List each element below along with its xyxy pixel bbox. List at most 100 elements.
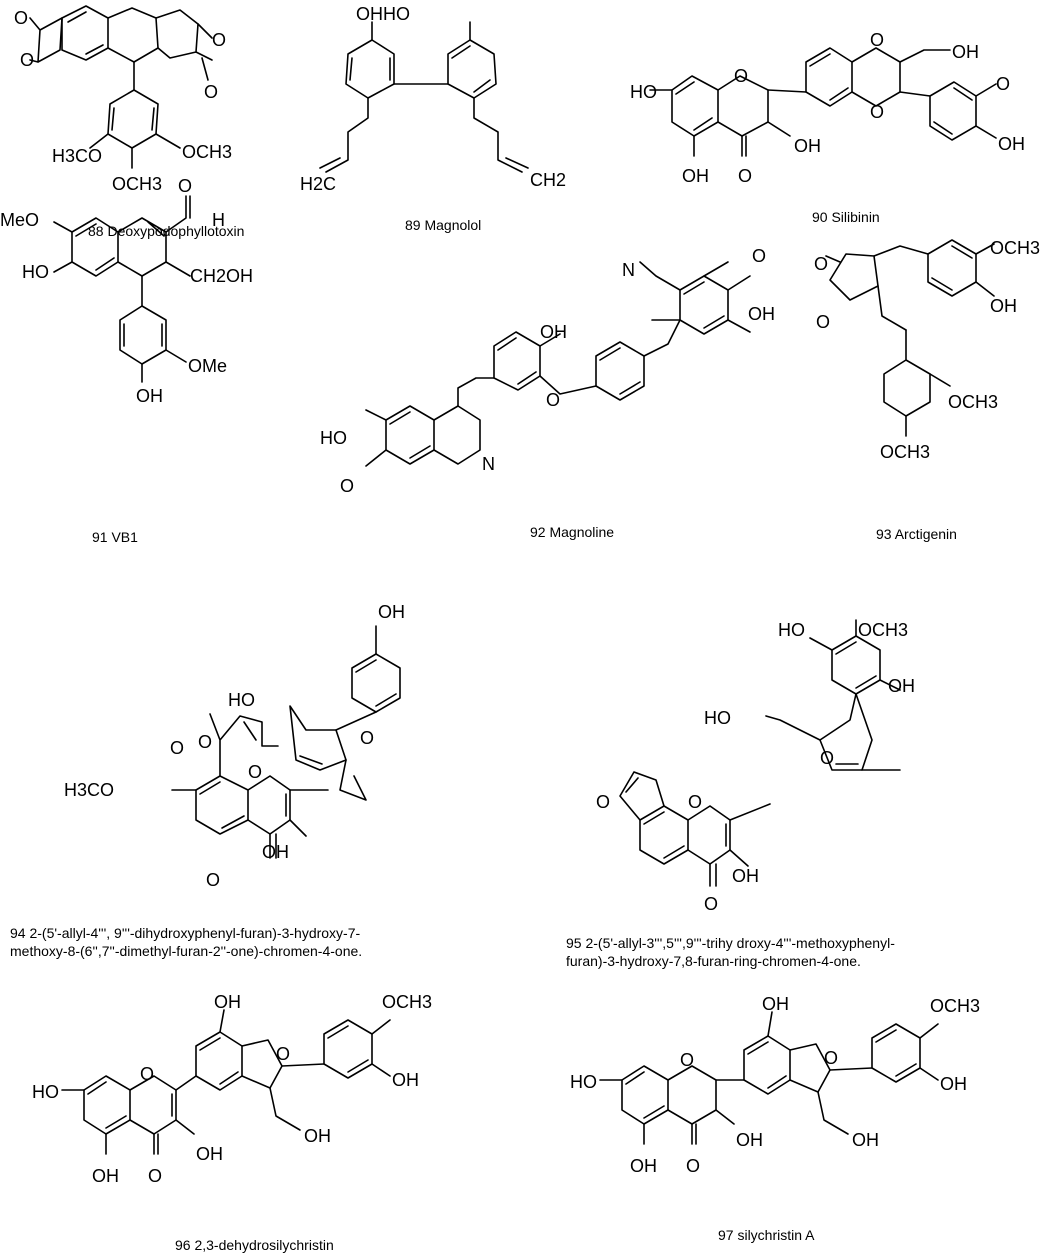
hydroxyl-label: HO <box>32 1082 59 1102</box>
caption-97: 97 silychristin A <box>718 1227 815 1243</box>
hydroxyl-label: OH <box>736 1130 763 1150</box>
hydroxyl-label: OH <box>304 1126 331 1146</box>
hydroxyl-label: OH <box>214 992 241 1012</box>
caption-95: 95 2-(5'-allyl-3''',5''',9'''-trihy drox… <box>566 935 895 969</box>
hydroxyl-label: OH <box>888 676 915 696</box>
hydroxyl-label: OH <box>92 1166 119 1186</box>
structure-88: O O O O H3CO OCH3 OCH3 <box>14 5 232 194</box>
ketone-o-label: O <box>704 894 718 914</box>
furan-o-label: O <box>824 1048 838 1068</box>
caption-93: 93 Arctigenin <box>876 526 957 542</box>
structure-93: O O OCH3 OH OCH3 OCH3 <box>814 238 1040 462</box>
hydroxyl-label: HO <box>22 262 49 282</box>
methoxy-label: MeO <box>0 210 39 230</box>
methoxy-label: OMe <box>188 356 227 376</box>
atom-o: O <box>204 82 218 102</box>
hydroxyl-label: HO <box>570 1072 597 1092</box>
caption-89: 89 Magnolol <box>405 217 482 233</box>
hydroxyl-label: OH <box>262 842 289 862</box>
furan-o-label: O <box>276 1044 290 1064</box>
caption-94: 94 2-(5'-allyl-4''', 9'''-dihydroxypheny… <box>10 925 363 959</box>
hydroxyl-label: HO <box>320 428 347 448</box>
amine-n-label: N <box>482 454 495 474</box>
hydroxyl-label: OH <box>682 166 709 186</box>
structure-92: HO O N OH O N O OH <box>320 246 775 496</box>
methoxy-label: OCH3 <box>880 442 930 462</box>
hydroxyl-label: OH <box>392 1070 419 1090</box>
caption-96: 96 2,3-dehydrosilychristin <box>175 1237 334 1253</box>
hydroxyl-label: OH <box>762 994 789 1014</box>
methoxy-label: H3CO <box>52 146 102 166</box>
hydroxyl-label: OH <box>990 296 1017 316</box>
hydroxyl-label: OHHO <box>356 4 410 24</box>
structure-91: MeO HO O H CH2OH OMe OH <box>0 176 253 406</box>
hydroxyl-label: OH <box>794 136 821 156</box>
hydroxyl-label: OH <box>952 42 979 62</box>
structure-97: OH OCH3 HO O O OH OH O OH OH <box>570 994 980 1176</box>
methoxy-label: H3CO <box>64 780 114 800</box>
structure-90: HO OH O OH O O O OH O OH <box>630 30 1025 186</box>
ring-o-label: O <box>816 312 830 332</box>
methoxy-label: OCH3 <box>182 142 232 162</box>
ketone-o-label: O <box>148 1166 162 1186</box>
methoxy-label: OCH3 <box>930 996 980 1016</box>
chromanone-o-label: O <box>680 1050 694 1070</box>
ketone-o-label: O <box>738 166 752 186</box>
caption-91: 91 VB1 <box>92 529 138 545</box>
aldehyde-h-label: H <box>212 210 225 230</box>
methoxy-label: OCH3 <box>990 238 1040 258</box>
hydroxyl-label: OH <box>196 1144 223 1164</box>
structure-89: OHHO H2C CH2 <box>300 4 566 194</box>
amine-n-label: N <box>622 260 635 280</box>
hydroxyl-label: OH <box>732 866 759 886</box>
hydroxyl-label: HO <box>630 82 657 102</box>
hydroxyl-label: OH <box>630 1156 657 1176</box>
methoxy-o-label: O <box>752 246 766 266</box>
hydroxyl-label: HO <box>778 620 805 640</box>
atom-o: O <box>212 30 226 50</box>
hydroxyl-label: HO <box>704 708 731 728</box>
methoxy-label: OCH3 <box>382 992 432 1012</box>
chromone-o-label: O <box>688 792 702 812</box>
chromone-o-label: O <box>248 762 262 782</box>
furan-o-label: O <box>360 728 374 748</box>
methoxy-o-label: O <box>340 476 354 496</box>
methylene-label: CH2 <box>530 170 566 190</box>
ketone-o-label: O <box>206 870 220 890</box>
hydroxyl-label: OH <box>748 304 775 324</box>
caption-92: 92 Magnoline <box>530 524 615 540</box>
methoxy-label: O <box>996 74 1010 94</box>
hydroxyl-label: OH <box>136 386 163 406</box>
hydroxyl-label: OH <box>540 322 567 342</box>
hydroxymethyl-label: CH2OH <box>190 266 253 286</box>
atom-o: O <box>20 50 34 70</box>
methoxy-label: OCH3 <box>112 174 162 194</box>
hydroxyl-label: OH <box>998 134 1025 154</box>
ether-o-label: O <box>546 390 560 410</box>
ring-o-label: O <box>734 66 748 86</box>
methoxy-label: OCH3 <box>948 392 998 412</box>
caption-90: 90 Silibinin <box>812 209 880 225</box>
atom-o: O <box>14 8 28 28</box>
caption-88: 88 Deoxypodophyllotoxin <box>88 223 245 239</box>
hydroxyl-label: OH <box>852 1130 879 1150</box>
chromone-o-label: O <box>140 1064 154 1084</box>
ring-o-label: O <box>870 30 884 50</box>
ketone-o-label: O <box>686 1156 700 1176</box>
hydroxyl-label: OH <box>940 1074 967 1094</box>
structure-95: HO OCH3 OH HO O O O OH O <box>596 619 915 914</box>
structure-96: OH OCH3 HO O O OH OH O OH OH <box>32 992 432 1186</box>
ring-o-label: O <box>870 102 884 122</box>
methylene-label: H2C <box>300 174 336 194</box>
lactone-o-label: O <box>170 738 184 758</box>
ketone-o-label: O <box>814 254 828 274</box>
methoxy-label: OCH3 <box>858 620 908 640</box>
lactone-ketone-label: O <box>198 732 212 752</box>
furan-o-label: O <box>820 748 834 768</box>
hydroxyl-label: HO <box>228 690 255 710</box>
aldehyde-o-label: O <box>178 176 192 196</box>
hydroxyl-label: OH <box>378 602 405 622</box>
structure-94: OH HO O O O H3CO O OH O <box>64 602 405 890</box>
furan-o-label: O <box>596 792 610 812</box>
